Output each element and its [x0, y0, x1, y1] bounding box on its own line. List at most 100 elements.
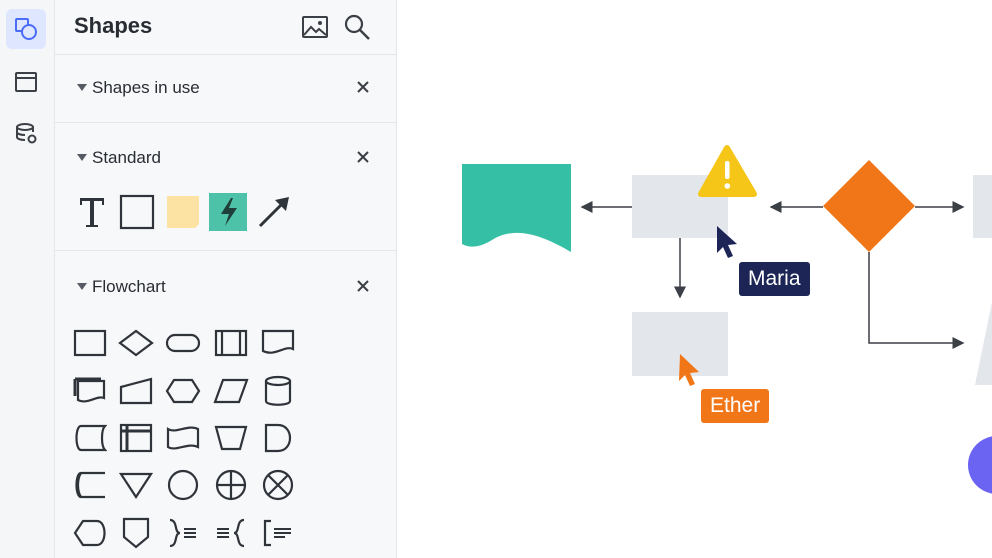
fc-preparation[interactable] [163, 371, 203, 411]
fc-display[interactable] [70, 513, 110, 553]
manual-operation-icon [214, 425, 248, 451]
diagram-canvas[interactable]: Maria Ether [397, 0, 992, 558]
tool-rectangle[interactable] [117, 192, 157, 232]
section-label: Shapes in use [92, 78, 200, 97]
internal-storage-icon [119, 423, 153, 453]
partial-box-right[interactable] [973, 175, 992, 238]
section-flowchart[interactable]: Flowchart [55, 273, 396, 303]
left-rail [0, 0, 55, 558]
stored-data-icon [75, 471, 105, 499]
database-icon [264, 375, 292, 406]
teal-document-shape[interactable] [462, 164, 571, 252]
decision-diamond[interactable] [823, 160, 915, 252]
search-button[interactable] [342, 12, 372, 42]
annotation-left-icon [217, 518, 245, 548]
direct-data-icon [75, 424, 107, 452]
close-icon [357, 81, 369, 93]
fc-summing-junction[interactable] [258, 465, 298, 505]
rail-shapes-button[interactable] [6, 9, 46, 49]
image-search-button[interactable] [300, 12, 330, 42]
fc-predefined-process[interactable] [211, 323, 251, 363]
arrow-icon [258, 197, 289, 228]
summing-junction-icon [262, 469, 294, 501]
fc-or[interactable] [211, 465, 251, 505]
tool-arrow[interactable] [254, 192, 294, 232]
caret-down-icon [77, 283, 87, 290]
tool-text[interactable] [72, 192, 112, 232]
section-standard[interactable]: Standard [55, 144, 396, 174]
search-icon [344, 14, 370, 40]
fc-paper-tape[interactable] [163, 418, 203, 458]
terminator-icon [165, 333, 201, 353]
fc-manual-input[interactable] [116, 371, 156, 411]
process-icon [73, 329, 107, 357]
section-label: Standard [92, 148, 161, 167]
sticky-note-icon [167, 196, 199, 228]
fc-internal-storage[interactable] [116, 418, 156, 458]
fc-manual-operation[interactable] [211, 418, 251, 458]
partial-circle-shape[interactable] [968, 436, 992, 494]
close-section-button[interactable] [351, 274, 375, 298]
fc-merge[interactable] [116, 465, 156, 505]
tool-action[interactable] [208, 192, 248, 232]
fc-off-page-reference[interactable] [116, 513, 156, 553]
preparation-icon [165, 378, 201, 404]
tool-sticky-note[interactable] [163, 192, 203, 232]
caret-down-icon [77, 84, 87, 91]
close-icon [357, 151, 369, 163]
manual-input-icon [119, 377, 153, 405]
fc-terminator[interactable] [163, 323, 203, 363]
fc-connector[interactable] [163, 465, 203, 505]
connector-icon [167, 469, 199, 501]
panel-header: Shapes [55, 0, 396, 55]
text-icon [80, 198, 104, 227]
delay-icon [264, 423, 292, 453]
or-icon [215, 469, 247, 501]
diagram [462, 145, 992, 494]
fc-annotation-bracket[interactable] [258, 513, 298, 553]
connector-diamond-down[interactable] [868, 252, 965, 349]
annotation-right-icon [169, 518, 196, 548]
rail-page-button[interactable] [6, 62, 46, 102]
fc-direct-data[interactable] [70, 418, 110, 458]
fc-data[interactable] [211, 371, 251, 411]
caret-down-icon [77, 154, 87, 161]
fc-stored-data[interactable] [70, 465, 110, 505]
display-icon [73, 519, 106, 547]
section-label: Flowchart [92, 277, 166, 296]
cursor-ether-icon [679, 354, 699, 386]
data-icon [16, 123, 37, 144]
page-icon [15, 72, 37, 92]
section-shapes-in-use[interactable]: Shapes in use [55, 74, 396, 104]
close-section-button[interactable] [351, 75, 375, 99]
annotation-bracket-icon [263, 519, 291, 547]
collaborator-label-ether: Ether [701, 389, 770, 423]
close-section-button[interactable] [351, 145, 375, 169]
close-icon [357, 280, 369, 292]
fc-decision[interactable] [116, 323, 156, 363]
fc-annotation-right[interactable] [163, 513, 203, 553]
document-icon [261, 329, 295, 354]
fc-document[interactable] [258, 323, 298, 363]
shapes-icon [15, 18, 37, 40]
predefined-process-icon [214, 329, 248, 357]
action-icon [209, 193, 247, 231]
multi-document-icon [73, 377, 106, 403]
paper-tape-icon [166, 426, 200, 450]
rail-data-button[interactable] [6, 114, 46, 154]
collaborator-label-maria: Maria [739, 262, 810, 296]
data-io-icon [213, 378, 249, 404]
fc-database[interactable] [258, 371, 298, 411]
image-icon [302, 16, 328, 38]
fc-multi-document[interactable] [70, 371, 110, 411]
fc-annotation-left[interactable] [211, 513, 251, 553]
merge-icon [119, 472, 153, 499]
rectangle-icon [119, 194, 155, 230]
partial-shape-right[interactable] [975, 302, 992, 385]
off-page-reference-icon [122, 517, 150, 549]
panel-title: Shapes [74, 13, 153, 38]
fc-process[interactable] [70, 323, 110, 363]
warning-icon[interactable] [698, 145, 757, 197]
fc-delay[interactable] [258, 418, 298, 458]
shapes-panel: Shapes Shapes in use Sta [55, 0, 397, 558]
